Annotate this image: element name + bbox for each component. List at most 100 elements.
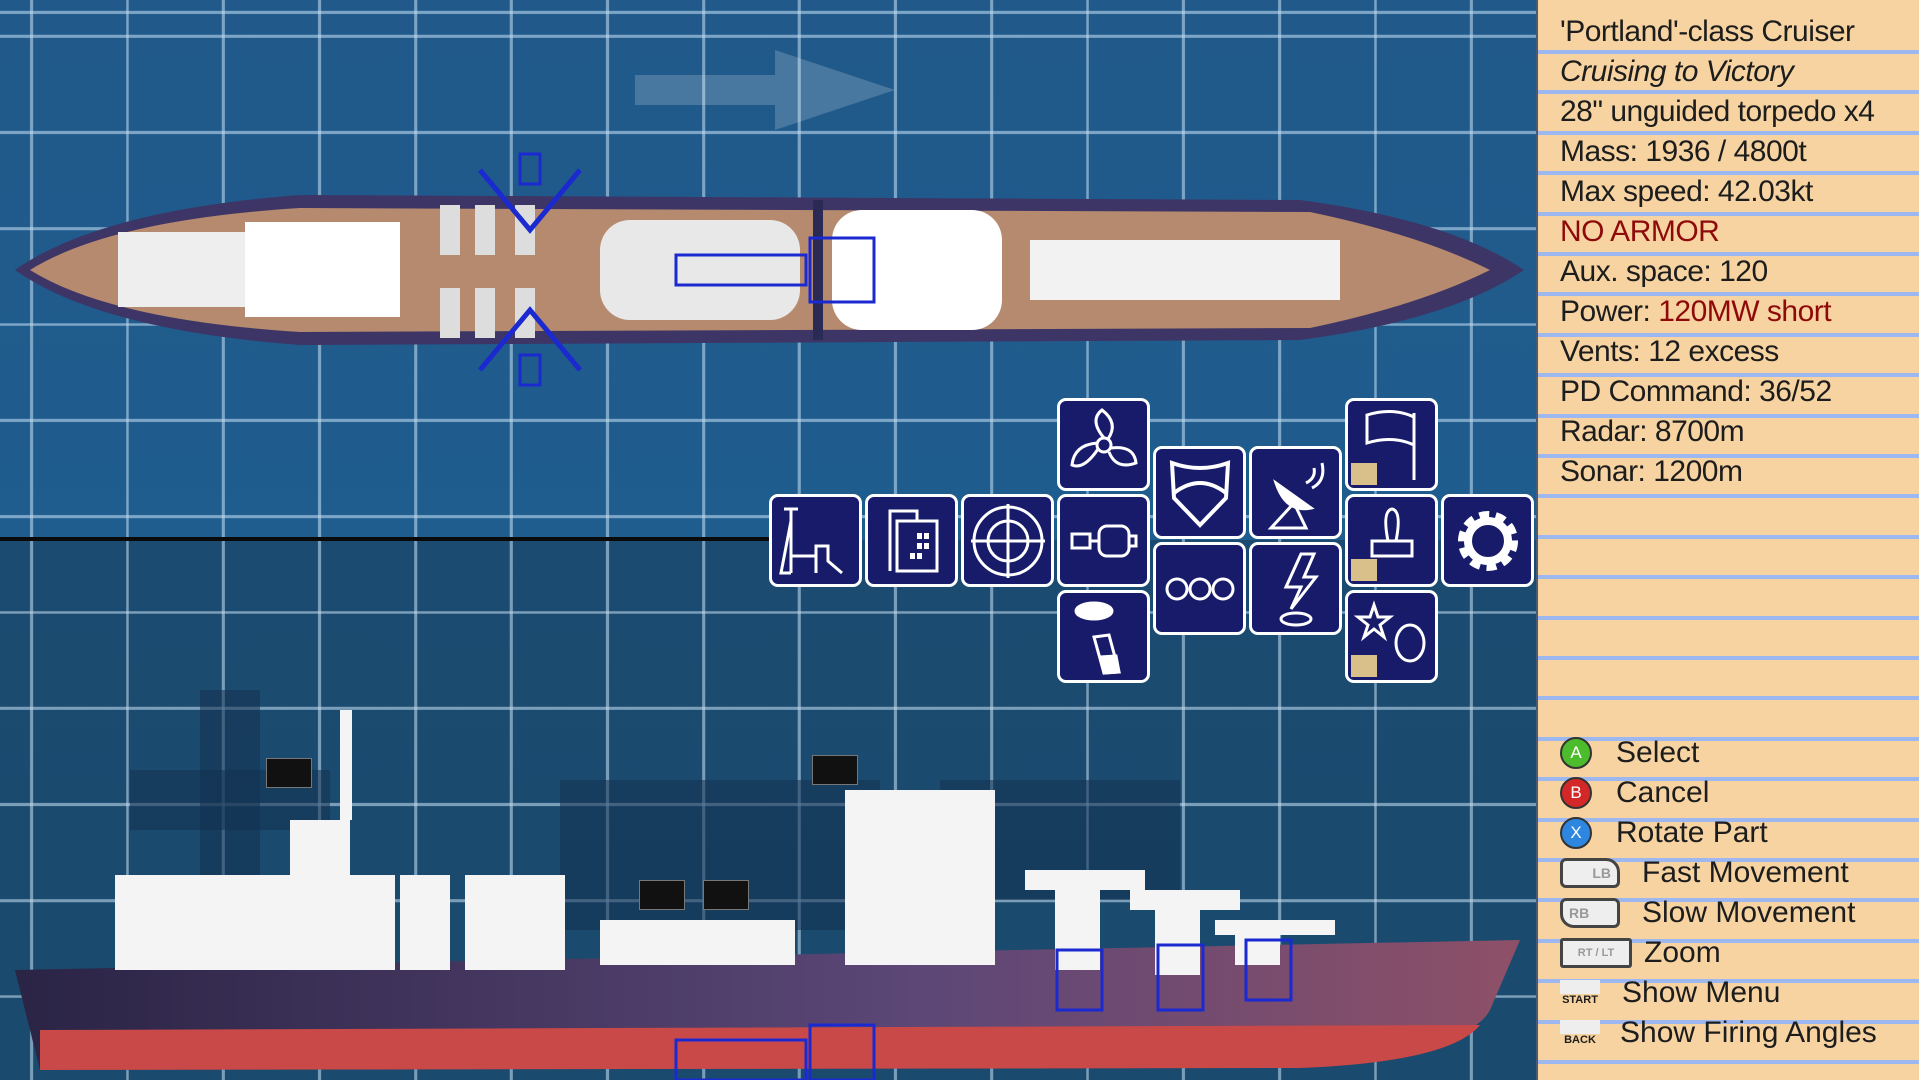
paper-rule-line xyxy=(1538,252,1919,256)
paper-rule-line xyxy=(1538,817,1919,822)
crosshair-icon xyxy=(970,503,1045,578)
crew-flag-icon xyxy=(812,755,858,785)
folder-icon xyxy=(1351,559,1377,581)
control-slow: RB Slow Movement xyxy=(1560,893,1855,933)
control-label: Show Firing Angles xyxy=(1620,1016,1877,1049)
a-button-icon: A xyxy=(1560,737,1592,769)
control-label: Slow Movement xyxy=(1642,896,1856,929)
b-button-icon: B xyxy=(1560,777,1592,809)
armor-warning: NO ARMOR xyxy=(1560,215,1720,248)
paper-rule-line xyxy=(1538,454,1919,458)
paper-rule-line xyxy=(1538,656,1919,660)
control-label: Fast Movement xyxy=(1642,856,1849,889)
propeller-icon xyxy=(1069,407,1138,467)
paper-rule-line xyxy=(1538,858,1919,862)
paper-rule-line xyxy=(1538,50,1919,54)
gear-icon xyxy=(1457,510,1518,571)
radar-dish-icon xyxy=(1267,462,1324,529)
ship-side-view[interactable] xyxy=(0,690,1536,1080)
category-armor[interactable] xyxy=(1153,446,1246,539)
paper-rule-line xyxy=(1538,898,1919,903)
speed-stat: Max speed: 42.03kt xyxy=(1560,175,1813,208)
power-stat: Power: 120MW short xyxy=(1560,295,1832,329)
control-firing-angles: BACK Show Firing Angles xyxy=(1560,1013,1877,1053)
radar-stat: Radar: 8700m xyxy=(1560,415,1745,448)
paper-rule-line xyxy=(1538,90,1919,95)
paper-rule-line xyxy=(1538,413,1919,418)
paper-rule-line xyxy=(1538,615,1919,620)
crew-flag-icon xyxy=(639,880,685,910)
star-circle-icon xyxy=(1353,599,1425,662)
paper-rule-line xyxy=(1538,575,1919,580)
paper-rule-line xyxy=(1538,332,1919,337)
category-flags[interactable] xyxy=(1345,398,1438,491)
vents-stat: Vents: 12 excess xyxy=(1560,335,1779,368)
back-button-icon: BACK xyxy=(1560,1020,1600,1046)
pd-command-stat: PD Command: 36/52 xyxy=(1560,375,1832,408)
aux-space-stat: Aux. space: 120 xyxy=(1560,255,1768,288)
paper-rule-line xyxy=(1538,130,1919,135)
control-label: Select xyxy=(1616,736,1700,769)
weapon-info: 28" unguided torpedo x4 xyxy=(1560,95,1875,128)
paper-rule-line xyxy=(1538,696,1919,701)
power-label: Power: xyxy=(1560,295,1659,328)
category-sensors[interactable] xyxy=(1249,446,1342,539)
direction-arrow-icon xyxy=(635,50,895,130)
control-label: Zoom xyxy=(1644,936,1721,969)
paper-rule-line xyxy=(1538,211,1919,216)
control-cancel: B Cancel xyxy=(1560,773,1709,813)
ship-editor-viewport[interactable] xyxy=(0,0,1536,1080)
ship-class: 'Portland'-class Cruiser xyxy=(1560,15,1855,48)
sonar-stat: Sonar: 1200m xyxy=(1560,455,1743,488)
paintbrush-icon xyxy=(1370,506,1413,557)
start-button-icon: START xyxy=(1560,980,1600,1006)
ship-stats-panel: 'Portland'-class Cruiser Cruising to Vic… xyxy=(1536,0,1919,1080)
funnel-smoke-icon xyxy=(1074,601,1121,675)
paper-rule-line xyxy=(1538,171,1919,176)
power-warning: 120MW short xyxy=(1658,295,1832,328)
paper-rule-line xyxy=(1538,494,1919,499)
folder-icon xyxy=(1351,463,1377,485)
category-structure[interactable] xyxy=(769,494,862,587)
mass-stat: Mass: 1936 / 4800t xyxy=(1560,135,1807,168)
category-compartments[interactable] xyxy=(865,494,958,587)
category-decals[interactable] xyxy=(1345,590,1438,683)
category-power[interactable] xyxy=(1249,542,1342,635)
category-weapons[interactable] xyxy=(961,494,1054,587)
category-funnels[interactable] xyxy=(1057,590,1150,683)
more-icon xyxy=(1165,577,1234,600)
control-label: Show Menu xyxy=(1622,976,1781,1009)
settings-button[interactable] xyxy=(1441,494,1534,587)
category-paint[interactable] xyxy=(1345,494,1438,587)
control-label: Cancel xyxy=(1616,776,1710,809)
crew-flag-icon xyxy=(266,758,312,788)
engine-icon xyxy=(1070,524,1137,557)
category-misc[interactable] xyxy=(1153,542,1246,635)
control-zoom: RT / LT Zoom xyxy=(1560,933,1721,973)
ship-name: Cruising to Victory xyxy=(1560,55,1794,88)
control-rotate: X Rotate Part xyxy=(1560,813,1768,853)
category-engines[interactable] xyxy=(1057,494,1150,587)
x-button-icon: X xyxy=(1560,817,1592,849)
paper-rule-line xyxy=(1538,1019,1919,1024)
paper-rule-line xyxy=(1538,1060,1919,1064)
paper-rule-line xyxy=(1538,938,1919,943)
flag-icon xyxy=(1365,409,1415,480)
lightning-battery-icon xyxy=(1279,552,1319,626)
compartment-icon xyxy=(888,509,938,572)
shield-icon xyxy=(1169,459,1230,528)
view-divider xyxy=(0,537,770,541)
ship-top-view[interactable] xyxy=(0,140,1536,420)
category-propulsion[interactable] xyxy=(1057,398,1150,491)
control-label: Rotate Part xyxy=(1616,816,1768,849)
triggers-icon: RT / LT xyxy=(1560,938,1632,968)
structure-icon xyxy=(778,507,843,574)
paper-rule-line xyxy=(1538,979,1919,984)
paper-rule-line xyxy=(1538,777,1919,782)
crew-flag-icon xyxy=(703,880,749,910)
control-menu: START Show Menu xyxy=(1560,973,1780,1013)
paper-rule-line xyxy=(1538,534,1919,539)
folder-icon xyxy=(1351,655,1377,677)
rb-bumper-icon: RB xyxy=(1560,898,1620,928)
